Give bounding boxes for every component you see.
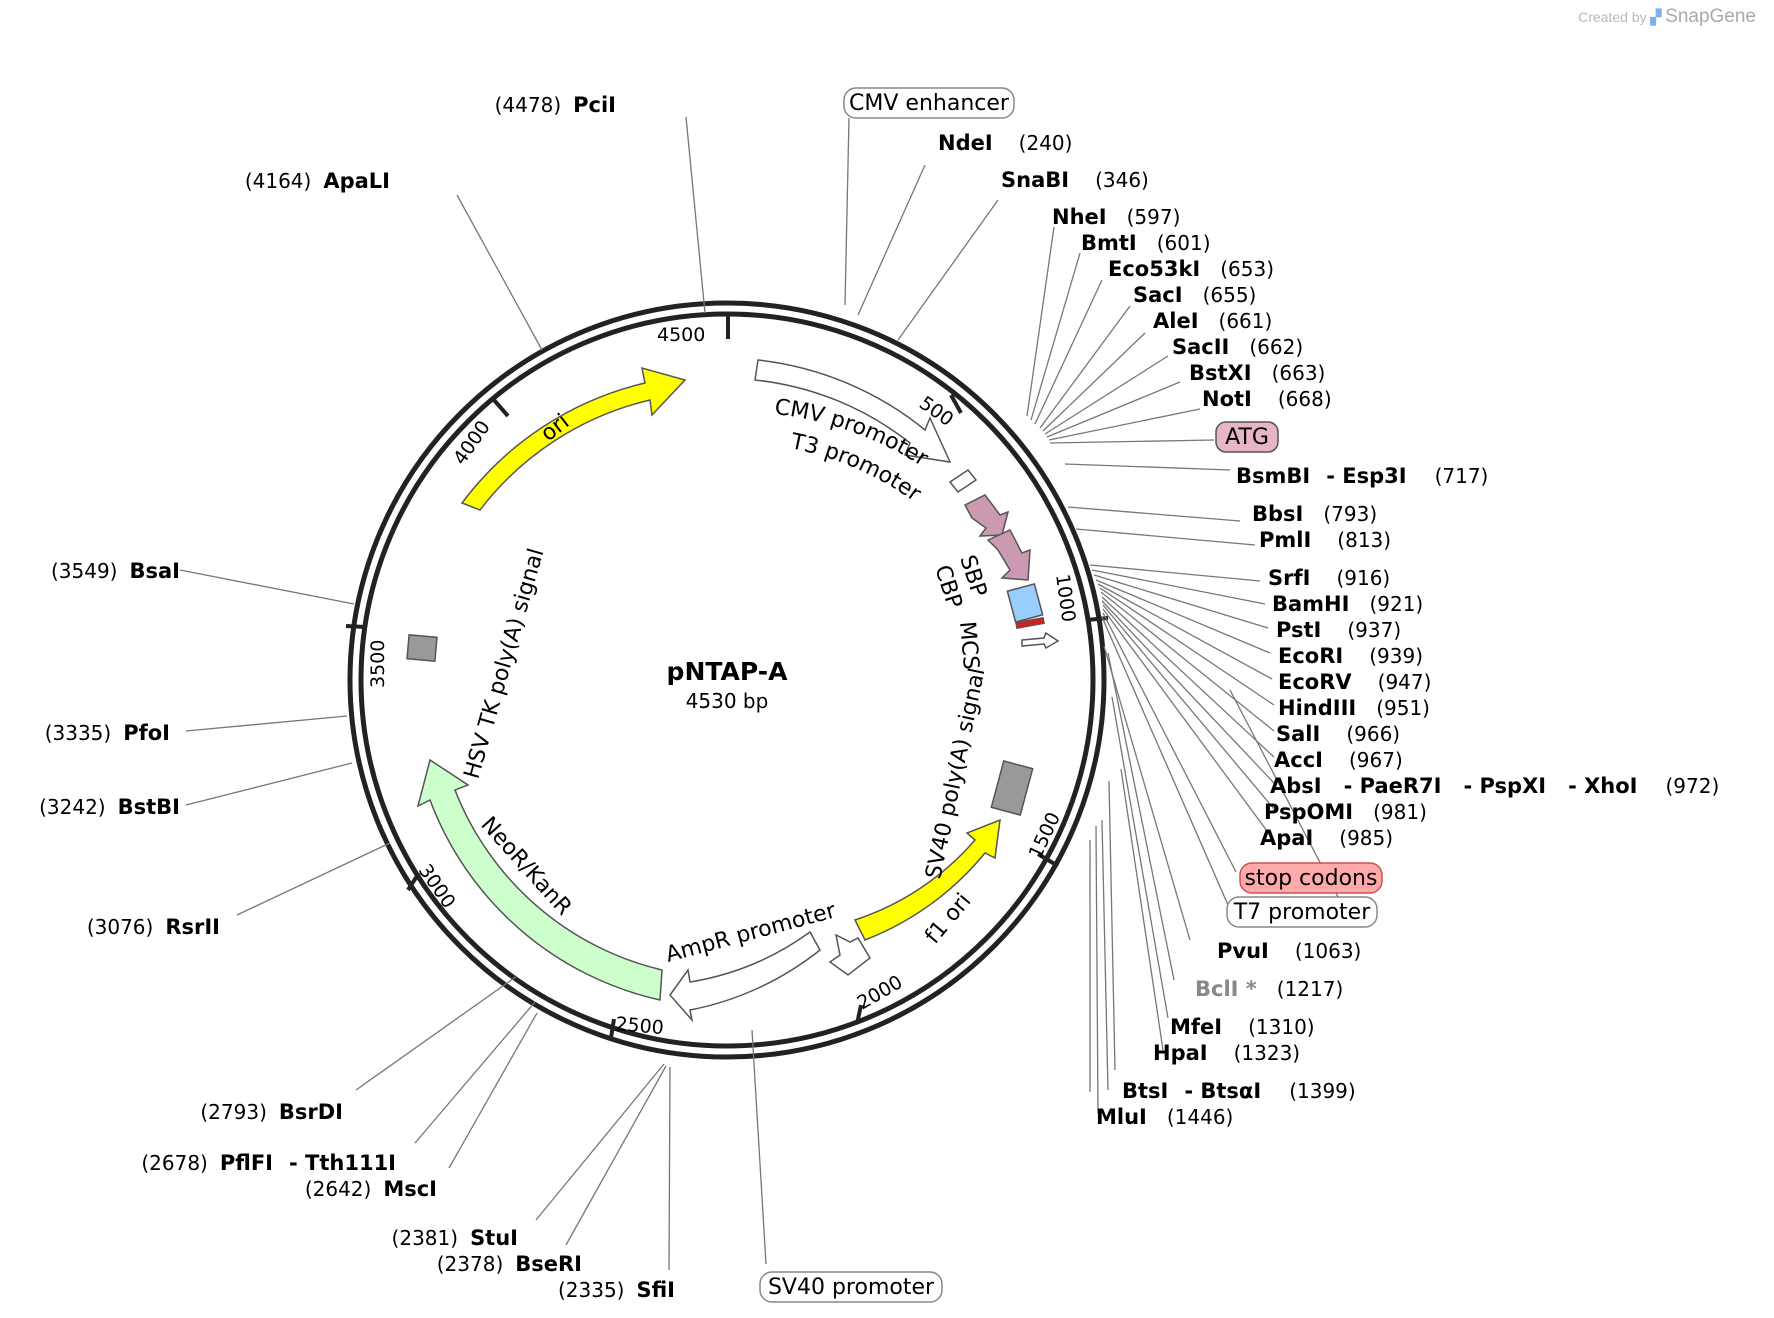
site-bsmbi-esp3i: BsmBI- Esp3I(717) — [1236, 464, 1488, 488]
site-pmli: PmlI(813) — [1259, 528, 1391, 552]
site-bstbi: (3242)BstBI — [39, 795, 180, 819]
plasmid-length: 4530 bp — [686, 689, 769, 713]
site-mfei: MfeI(1310) — [1170, 1015, 1315, 1039]
site-ndei: NdeI(240) — [938, 131, 1072, 155]
site-msci: (2642)MscI — [305, 1177, 437, 1201]
tick-label-1000: 1000 — [1051, 573, 1080, 624]
site-ecori: EcoRI(939) — [1278, 644, 1423, 668]
site-btsi-btsai: BtsI- BtsαI(1399) — [1122, 1079, 1356, 1103]
site-sali: SalI(966) — [1276, 722, 1400, 746]
site-bbsi: BbsI(793) — [1252, 502, 1377, 526]
site-pspomi: PspOMI(981) — [1264, 800, 1427, 824]
t3-promoter-arrow — [948, 468, 978, 494]
site-acci: AccI(967) — [1274, 748, 1403, 772]
sv40-polya-box — [990, 760, 1034, 816]
site-bmti: BmtI(601) — [1081, 231, 1211, 255]
stop-codons-box — [1239, 862, 1383, 894]
site-nhei: NheI(597) — [1052, 205, 1180, 229]
site-rsrii: (3076)RsrII — [87, 915, 220, 939]
site-alei: AleI(661) — [1153, 309, 1272, 333]
hsv-tk-polya-label: HSV TK poly(A) signal — [460, 546, 550, 782]
ampr-promoter-arrow-2 — [669, 930, 821, 1023]
boxed-features: CMV enhancer ATG stop codons T7 promoter… — [759, 87, 1383, 1303]
tick-label-3000: 3000 — [414, 860, 460, 912]
site-psti: PstI(937) — [1276, 618, 1401, 642]
plasmid-backbone — [347, 300, 1107, 1060]
site-bsai: (3549)BsaI — [51, 559, 180, 583]
site-snabi: SnaBI(346) — [1001, 168, 1149, 192]
site-bcli: BclI *(1217) — [1195, 977, 1343, 1001]
sv40-promoter-label: SV40 promoter — [768, 1275, 935, 1300]
tick-label-4000: 4000 — [449, 417, 495, 469]
site-hpai: HpaI(1323) — [1153, 1041, 1300, 1065]
site-noti: NotI(668) — [1202, 387, 1332, 411]
site-pflfi-tth111i: (2678)PflFI- Tth111I — [141, 1151, 396, 1175]
site-sfii: (2335)SfiI — [558, 1278, 675, 1302]
ampr-promoter-arrow — [828, 933, 871, 976]
tick-marks — [345, 316, 1109, 1039]
site-ecorv: EcoRV(947) — [1278, 670, 1431, 694]
t7-promoter-box — [1226, 896, 1378, 928]
site-seri: (2378)BseRI — [437, 1252, 582, 1276]
neor-kanr-arrow — [416, 758, 663, 1001]
site-apai: ApaI(985) — [1260, 826, 1393, 850]
sbp-arrow — [963, 494, 1010, 537]
tick-label-2500: 2500 — [615, 1013, 665, 1039]
cmv-promoter-arrow — [754, 359, 952, 463]
tick-label-2000: 2000 — [854, 971, 907, 1014]
site-sacii: SacII(662) — [1172, 335, 1303, 359]
site-apali: (4164)ApaLI — [245, 169, 390, 193]
cbp-tag-box — [1006, 583, 1044, 623]
plasmid-name: pNTAP-A — [667, 657, 789, 686]
site-srfi: SrfI(916) — [1268, 566, 1390, 590]
credit-app: SnapGene — [1665, 6, 1756, 27]
credit-created-by: Created by — [1578, 9, 1647, 25]
t7-promoter-label: T7 promoter — [1233, 900, 1371, 925]
site-pfoi: (3335)PfoI — [45, 721, 170, 745]
restriction-site-labels: (4478)PciI (4164)ApaLI NdeI(240) SnaBI(3… — [39, 93, 1719, 1302]
site-stui: (2381)StuI — [392, 1226, 518, 1250]
ori-arrow — [460, 366, 687, 511]
hsv-tk-polya-box — [406, 634, 438, 662]
mcs-arrow — [1021, 631, 1060, 650]
site-bsrdi: (2793)BsrDI — [200, 1100, 343, 1124]
atg-box — [1215, 421, 1279, 453]
cbp-arrow — [986, 529, 1031, 581]
site-hindiii: HindIII(951) — [1278, 696, 1430, 720]
ampr-promoter-label: AmpR promoter — [663, 898, 839, 968]
site-saci: SacI(655) — [1133, 283, 1256, 307]
mcs-label: MCS — [954, 620, 983, 670]
f1-ori-arrow — [853, 818, 1001, 941]
site-bstxi: BstXI(663) — [1189, 361, 1325, 385]
site-absi-paer7i-pspxi-xhoi: AbsI- PaeR7I- PspXI- XhoI(972) — [1270, 774, 1719, 798]
tick-label-4500: 4500 — [657, 324, 705, 346]
site-eco53ki: Eco53kI(653) — [1108, 257, 1274, 281]
snapgene-logo-icon: ▞ — [1650, 9, 1662, 25]
atg-label: ATG — [1225, 425, 1269, 450]
features — [406, 359, 1060, 1023]
stop-codons-label: stop codons — [1245, 866, 1378, 891]
snapgene-credit: Created by ▞ SnapGene — [1578, 6, 1756, 28]
tick-label-3500: 3500 — [367, 640, 389, 688]
cmv-enhancer-box — [843, 87, 1015, 119]
site-pcii: (4478)PciI — [495, 93, 616, 117]
leader-lines — [179, 116, 1351, 1271]
stop-codon-mark — [1015, 617, 1045, 629]
site-mlui: MluI(1446) — [1096, 1105, 1233, 1129]
cmv-enhancer-label: CMV enhancer — [849, 91, 1010, 116]
site-pvui: PvuI(1063) — [1217, 939, 1361, 963]
site-bamhi: BamHI(921) — [1272, 592, 1423, 616]
sv40-promoter-box — [759, 1271, 943, 1303]
